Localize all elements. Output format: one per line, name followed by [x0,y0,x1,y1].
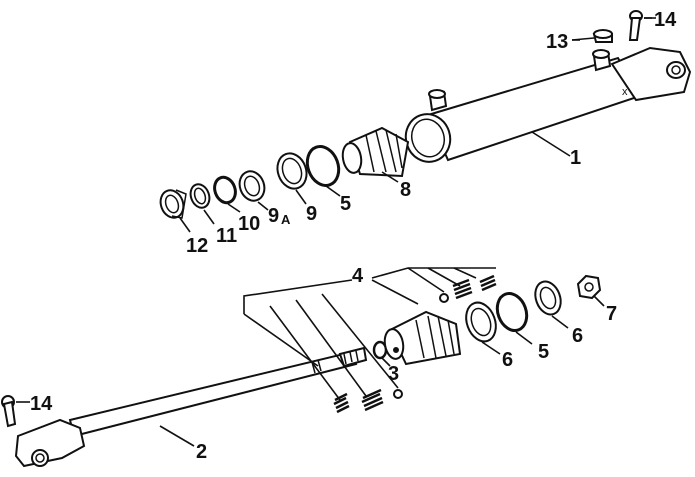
callout-14-top: 14 [654,9,677,31]
callout-5-lower: 5 [538,341,549,363]
callout-9a-suffix: A [281,212,291,227]
clevis-pin-top [628,10,643,41]
port-plug [592,29,613,43]
callout-7: 7 [606,303,617,325]
callout-5-upper: 5 [340,193,351,215]
callout-6-right: 6 [572,325,583,347]
piston-upper [341,126,410,178]
callout-4: 4 [352,265,364,287]
wiper-ring-9a [238,170,266,202]
gland-12 [159,189,187,219]
callout-8: 8 [400,179,411,201]
seal-11 [189,183,211,209]
leader-lines [16,17,656,447]
piston-lower [383,310,462,366]
callout-1: 1 [570,147,581,169]
backup-ring [276,152,308,190]
barrel-mark: x [622,86,628,98]
callout-13: 13 [546,31,568,53]
callout-2: 2 [196,441,207,463]
backup-ring-6b [534,280,562,316]
o-ring-lower [495,292,529,332]
callout-3: 3 [388,363,399,385]
callout-9a-number: 9 [268,205,279,227]
o-ring-upper [305,145,341,187]
callout-6-left: 6 [502,349,513,371]
check-springs-upper [439,274,497,303]
check-springs-lower [333,388,403,414]
callout-12: 12 [186,235,208,257]
callout-11: 11 [216,225,237,247]
callout-9: 9 [306,203,317,225]
backup-ring-6a [465,301,497,343]
piston-rod [14,346,368,468]
callout-14-bottom: 14 [30,393,53,415]
callout-10: 10 [238,213,260,235]
cylinder-barrel: x [404,46,692,163]
o-ring-10 [213,175,237,205]
hex-nut [576,274,602,300]
clevis-pin-bottom [1,395,17,428]
